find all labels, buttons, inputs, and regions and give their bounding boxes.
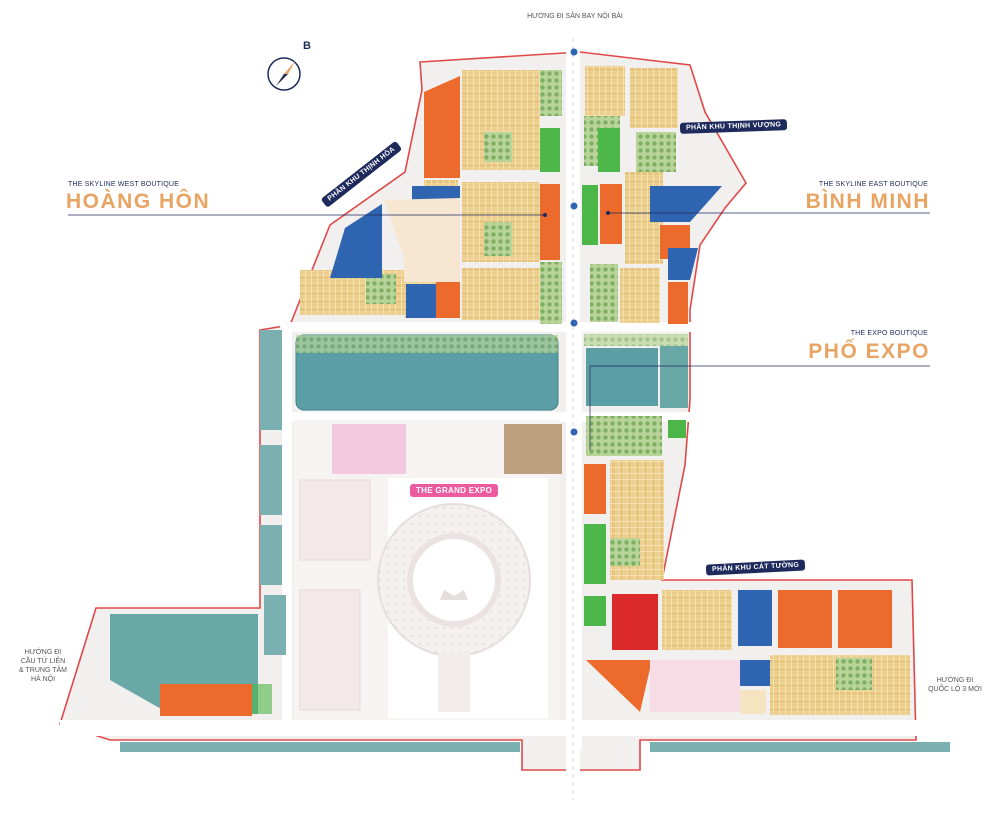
west-callout-title: HOÀNG HÔN	[66, 190, 211, 213]
direction-left-line-4: HÀ NỘI	[30, 676, 56, 683]
expo-callout-title: PHỐ EXPO	[808, 340, 930, 363]
red-plot	[612, 594, 658, 650]
direction-right-line-1: HƯỚNG ĐI	[936, 677, 974, 684]
green-plot-3	[582, 185, 598, 245]
direction-left-line-3: & TRUNG TÂM	[19, 667, 67, 674]
direction-left-line-2: CẦU TỨ LIÊN	[20, 658, 66, 665]
compass-icon	[267, 57, 301, 91]
green-plot-5	[584, 596, 606, 626]
east-callout-title: BÌNH MINH	[805, 190, 930, 213]
beige-plot	[384, 198, 460, 282]
green-plot-1	[540, 128, 560, 172]
road-network	[60, 40, 960, 800]
green-plot-2	[598, 128, 620, 172]
compass-north-letter: B	[303, 40, 311, 52]
direction-left-label: HƯỚNG ĐI CẦU TỨ LIÊN & TRUNG TÂM HÀ NỘI	[8, 648, 78, 684]
direction-left-line-1: HƯỚNG ĐI	[24, 649, 62, 656]
expo-lake	[586, 348, 658, 406]
east-residential	[586, 416, 910, 715]
green-plot-4	[584, 524, 606, 584]
pink-plot	[650, 660, 740, 712]
expo-callout-subtitle: THE EXPO BOUTIQUE	[850, 330, 928, 337]
school-plots	[330, 186, 772, 686]
direction-right-line-2: QUỐC LỘ 3 MỚI	[928, 686, 982, 693]
east-callout-subtitle: THE SKYLINE EAST BOUTIQUE	[818, 181, 928, 188]
direction-right-label: HƯỚNG ĐI QUỐC LỘ 3 MỚI	[918, 676, 992, 694]
direction-top-label: HƯỚNG ĐI SÂN BAY NỘI BÀI	[527, 13, 623, 20]
west-callout-subtitle: THE SKYLINE WEST BOUTIQUE	[68, 181, 180, 188]
zone-grand-expo-label: THE GRAND EXPO	[410, 484, 499, 497]
grand-expo-area	[294, 420, 562, 720]
